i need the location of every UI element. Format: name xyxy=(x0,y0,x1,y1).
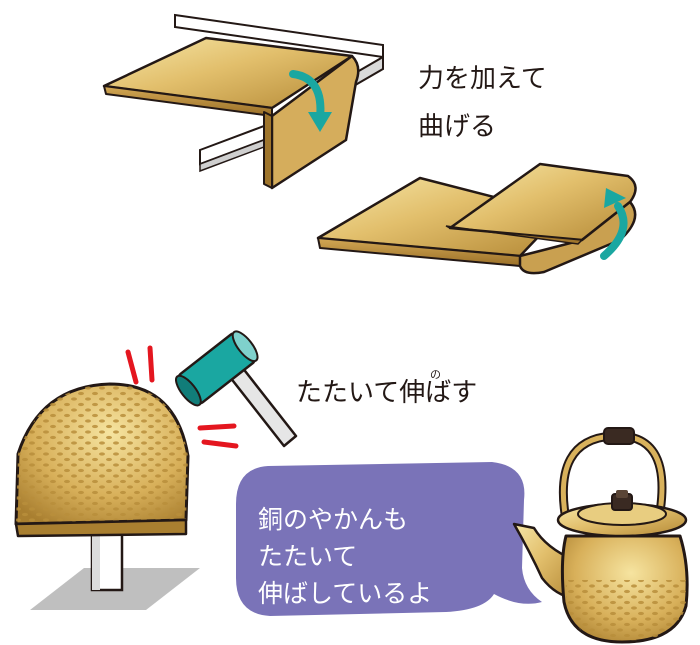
bubble-line1: 銅のやかんも xyxy=(258,505,409,534)
kettle-illustration xyxy=(512,427,689,644)
hammer-caption: たたいて伸ばす xyxy=(296,378,478,408)
hammering-illustration xyxy=(14,330,298,610)
bend-caption-line1: 力を加えて xyxy=(418,64,547,94)
furigana-no: の xyxy=(430,368,441,381)
bubble-line3: 伸ばしているよ xyxy=(258,579,433,608)
bend-caption-line2: 曲げる xyxy=(418,112,497,142)
speech-bubble-shape xyxy=(236,462,542,616)
bubble-line2: たたいて xyxy=(258,542,358,571)
bending-plate-illustration xyxy=(102,13,384,190)
folded-plate-illustration xyxy=(316,162,637,275)
